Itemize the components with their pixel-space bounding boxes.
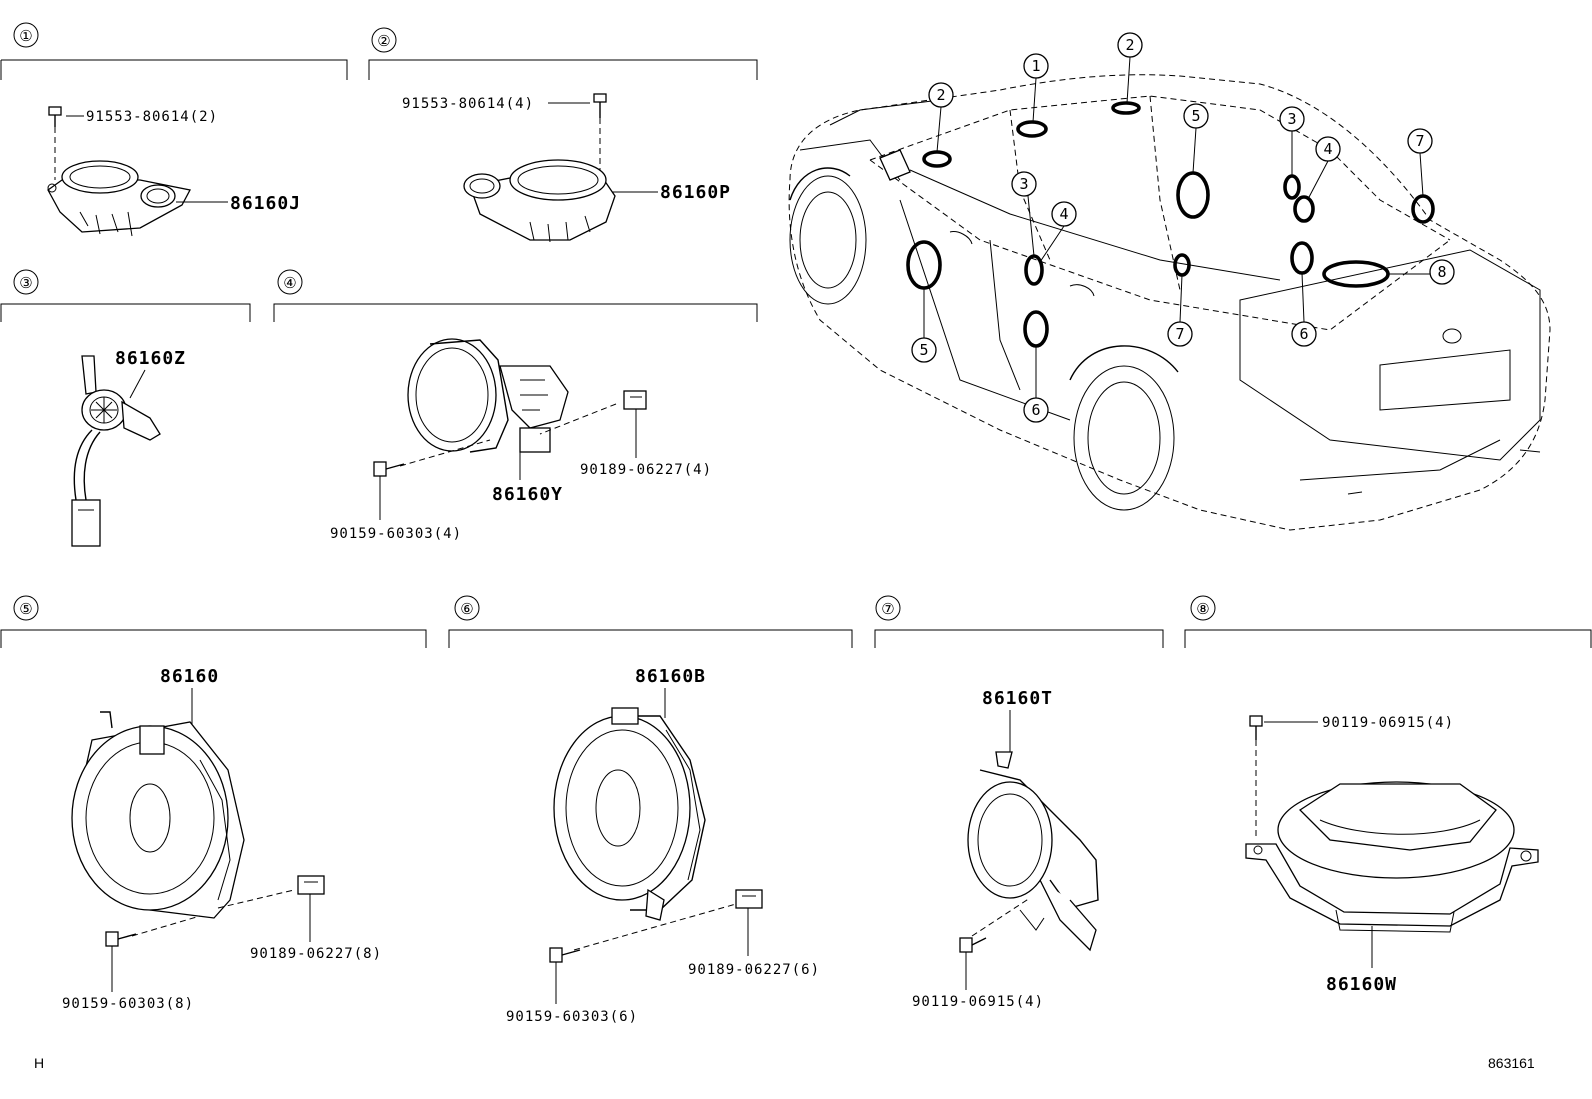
section-5-index: ⑤ <box>19 600 32 618</box>
svg-text:6: 6 <box>1299 325 1308 343</box>
section-2-index: ② <box>377 32 390 50</box>
speaker-86160J-icon <box>47 160 191 237</box>
car-callout: 6 <box>1023 397 1049 423</box>
part-number-90159-60303-4: 90159-60303(4) <box>330 526 462 542</box>
clip-nut-icon <box>735 889 763 909</box>
part-number-86160W: 86160W <box>1326 974 1397 995</box>
car-callout: 3 <box>1279 106 1305 132</box>
car-callout: 7 <box>1167 321 1193 347</box>
car-callout: 3 <box>1011 171 1037 197</box>
svg-text:2: 2 <box>1125 36 1134 54</box>
speaker-86160T-icon <box>967 751 1099 952</box>
footer-left-mark: H <box>34 1055 44 1071</box>
rear-wheel-icon <box>1069 345 1179 511</box>
screw-icon <box>373 461 405 477</box>
svg-text:7: 7 <box>1175 325 1184 343</box>
part-number-90189-06227-6: 90189-06227(6) <box>688 962 820 978</box>
part-number-90119-06915-4-s8: 90119-06915(4) <box>1322 715 1454 731</box>
speaker-86160-icon <box>71 711 245 919</box>
part-number-91553-80614-4: 91553-80614(4) <box>402 96 534 112</box>
svg-text:8: 8 <box>1437 263 1446 281</box>
svg-text:4: 4 <box>1059 205 1068 223</box>
bolt-icon <box>48 106 62 127</box>
part-number-86160: 86160 <box>160 666 219 687</box>
section-3: ③ 86160Z <box>0 269 251 547</box>
part-number-90189-06227-4: 90189-06227(4) <box>580 462 712 478</box>
speaker-86160Y-icon <box>407 338 569 453</box>
section-8-index: ⑧ <box>1196 600 1209 618</box>
part-number-86160Y: 86160Y <box>492 484 563 505</box>
speaker-86160B-icon <box>553 707 706 921</box>
section-2: ② 91553-80614(4) 86160P <box>368 27 758 243</box>
car-callout: 2 <box>1117 32 1143 58</box>
car-callout: 8 <box>1429 259 1455 285</box>
front-wheel-icon <box>789 167 867 305</box>
section-5: ⑤ 86160 90189-06227(8) 90159-60303(8) <box>0 595 427 1012</box>
part-number-86160B: 86160B <box>635 666 706 687</box>
svg-text:6: 6 <box>1031 401 1040 419</box>
section-1-index: ① <box>19 27 32 45</box>
part-number-86160J: 86160J <box>230 193 301 214</box>
clip-nut-icon <box>297 875 325 895</box>
part-number-90189-06227-8: 90189-06227(8) <box>250 946 382 962</box>
part-number-90119-06915-4-s7: 90119-06915(4) <box>912 994 1044 1010</box>
part-number-90159-60303-8: 90159-60303(8) <box>62 996 194 1012</box>
section-3-index: ③ <box>19 274 32 292</box>
screw-icon <box>549 947 581 963</box>
speaker-86160P-icon <box>463 159 616 243</box>
svg-text:3: 3 <box>1019 175 1028 193</box>
section-8: ⑧ 90119-06915(4) 86160W <box>1184 595 1592 995</box>
svg-text:3: 3 <box>1287 110 1296 128</box>
car-overview: 1 2 2 3 3 4 4 5 5 6 6 7 7 8 <box>788 32 1551 531</box>
car-callout: 5 <box>911 337 937 363</box>
car-callout: 7 <box>1407 128 1433 154</box>
part-number-86160Z: 86160Z <box>115 348 186 369</box>
part-number-91553-80614-2: 91553-80614(2) <box>86 109 218 125</box>
bolt-icon <box>593 93 607 118</box>
part-number-86160T: 86160T <box>982 688 1053 709</box>
clip-nut-icon <box>623 390 647 410</box>
svg-text:5: 5 <box>1191 107 1200 125</box>
section-6-index: ⑥ <box>460 600 473 618</box>
screw-icon <box>105 931 137 947</box>
svg-text:2: 2 <box>936 86 945 104</box>
section-4: ④ 90189-06227(4) 86160Y 90159-60303(4) <box>273 269 758 542</box>
svg-text:5: 5 <box>919 341 928 359</box>
section-1: ① 91553-80614(2) 86160J <box>0 22 348 237</box>
part-number-86160P: 86160P <box>660 182 731 203</box>
car-callout: 6 <box>1291 321 1317 347</box>
subwoofer-86160W-icon <box>1245 781 1539 933</box>
section-7: ⑦ 86160T 90119-06915(4) <box>874 595 1164 1010</box>
svg-text:4: 4 <box>1323 140 1332 158</box>
car-callout: 4 <box>1051 201 1077 227</box>
bolt-icon <box>1249 715 1263 740</box>
car-callout: 1 <box>1023 53 1049 79</box>
section-4-index: ④ <box>283 274 296 292</box>
screw-icon <box>959 937 987 953</box>
section-6: ⑥ 86160B 90189-06227(6) 90159-60303(6) <box>448 595 853 1025</box>
section-7-index: ⑦ <box>881 600 894 618</box>
footer-illustration-number: 863161 <box>1488 1055 1535 1071</box>
car-callout: 5 <box>1183 103 1209 129</box>
svg-text:7: 7 <box>1415 132 1424 150</box>
car-callout: 2 <box>928 82 954 108</box>
svg-text:1: 1 <box>1031 57 1040 75</box>
car-callout: 4 <box>1315 136 1341 162</box>
tweeter-86160Z-icon <box>71 355 161 547</box>
part-number-90159-60303-6: 90159-60303(6) <box>506 1009 638 1025</box>
